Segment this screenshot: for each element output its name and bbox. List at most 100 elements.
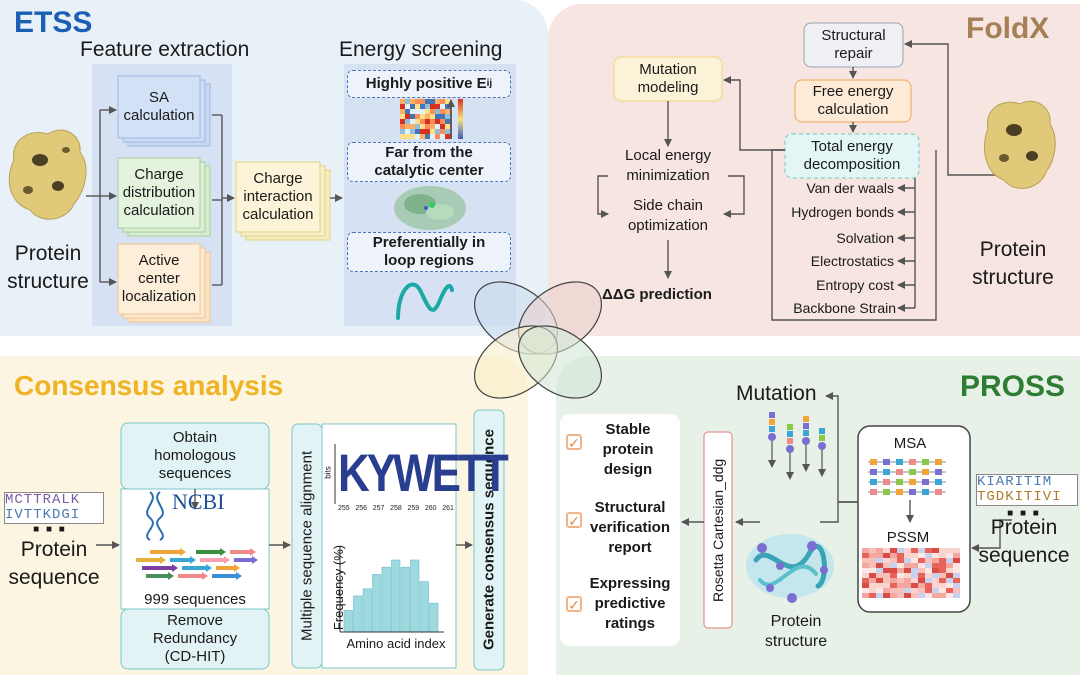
pssm-label: PSSM bbox=[886, 529, 930, 546]
pssm-cell bbox=[932, 573, 939, 578]
pssm-cell bbox=[953, 593, 960, 598]
consensus-connectors bbox=[96, 489, 473, 549]
heatmap-cell bbox=[420, 114, 425, 119]
active-center-stack bbox=[117, 243, 211, 323]
heatmap-cell bbox=[440, 124, 445, 129]
pross-protein-structure-label: Protein structure bbox=[764, 613, 828, 650]
sequence-arrow bbox=[234, 558, 252, 562]
pssm-cell bbox=[939, 588, 946, 593]
pssm-cell bbox=[890, 573, 897, 578]
heatmap-cell bbox=[445, 129, 450, 134]
obtain-label: Obtain homologous sequences bbox=[154, 429, 236, 482]
heatmap-cell bbox=[430, 114, 435, 119]
heatmap-cell bbox=[405, 109, 410, 114]
heatmap-cell bbox=[430, 109, 435, 114]
pssm-cell bbox=[904, 558, 911, 563]
pin-residue bbox=[769, 419, 775, 425]
msa-residue bbox=[883, 489, 890, 495]
consensus-seq-box: MCTTRALK IVTTKDGI bbox=[4, 492, 104, 524]
pssm-cell bbox=[862, 548, 869, 553]
charge-distribution-label: Charge distribution calculation bbox=[122, 166, 196, 219]
heatmap-cell bbox=[405, 99, 410, 104]
charge-dist-stack bbox=[117, 157, 211, 237]
pssm-cell bbox=[925, 558, 932, 563]
histogram-bar bbox=[391, 559, 401, 633]
sequence-arrow bbox=[170, 558, 190, 562]
pssm-cell bbox=[953, 573, 960, 578]
pssm-cell bbox=[925, 568, 932, 573]
pssm-cell bbox=[883, 563, 890, 568]
msa-residue bbox=[922, 489, 929, 495]
histogram-bar bbox=[400, 566, 410, 633]
sequence-arrow bbox=[142, 566, 172, 570]
pssm-cell bbox=[946, 548, 953, 553]
heatmap-cell bbox=[400, 114, 405, 119]
side-chain-label: Side chain optimization bbox=[627, 197, 709, 234]
heatmap-cell bbox=[425, 119, 430, 124]
pin-residue bbox=[803, 416, 809, 422]
remove-box bbox=[120, 608, 270, 670]
pssm-cell bbox=[876, 548, 883, 553]
pssm-cell bbox=[946, 578, 953, 583]
pssm-cell bbox=[883, 573, 890, 578]
heatmap-cell bbox=[415, 134, 420, 139]
sequence-arrow bbox=[200, 558, 224, 562]
heatmap-cell bbox=[440, 114, 445, 119]
heatmap-cell bbox=[410, 114, 415, 119]
heatmap-cell bbox=[435, 119, 440, 124]
heatmap-cell bbox=[435, 109, 440, 114]
loop-region-curve bbox=[396, 282, 454, 320]
sequence-arrow bbox=[146, 574, 168, 578]
heatmap-cell bbox=[445, 109, 450, 114]
heatmap-cell bbox=[415, 104, 420, 109]
pssm-cell bbox=[869, 573, 876, 578]
pssm-cell bbox=[946, 593, 953, 598]
pin-residue bbox=[787, 438, 793, 444]
pssm-cell bbox=[883, 578, 890, 583]
pssm-cell bbox=[925, 588, 932, 593]
msa-residue bbox=[935, 479, 942, 485]
total-energy-box bbox=[784, 133, 920, 179]
heatmap-cell bbox=[430, 129, 435, 134]
energy-term-0: Van der waals bbox=[806, 180, 894, 196]
pssm-cell bbox=[876, 563, 883, 568]
pssm-cell bbox=[932, 583, 939, 588]
pross-seq-dots: ■ ■ ■ bbox=[1007, 508, 1041, 519]
sequence-arrow bbox=[196, 550, 220, 554]
pssm-cell bbox=[862, 553, 869, 558]
heatmap-cell bbox=[410, 109, 415, 114]
heatmap-cell bbox=[425, 124, 430, 129]
foldx-protein-image bbox=[984, 100, 1056, 189]
pssm-cell bbox=[911, 573, 918, 578]
pssm-cell bbox=[939, 553, 946, 558]
logo-tick: 260 bbox=[424, 505, 437, 512]
pssm-cell bbox=[869, 578, 876, 583]
pin-residue bbox=[819, 435, 825, 441]
pssm-cell bbox=[932, 578, 939, 583]
pssm-cell bbox=[904, 593, 911, 598]
pssm-cell bbox=[876, 558, 883, 563]
energy-term-1: Hydrogen bonds bbox=[791, 204, 894, 220]
pssm-cell bbox=[890, 548, 897, 553]
msa-residue bbox=[922, 469, 929, 475]
pin-residue bbox=[803, 423, 809, 429]
heatmap-cell bbox=[425, 109, 430, 114]
consensus-title: Consensus analysis bbox=[14, 370, 284, 401]
pssm-cell bbox=[883, 593, 890, 598]
venn-diagram bbox=[473, 281, 603, 399]
sequence-count-label: 999 sequences bbox=[144, 591, 246, 608]
pin-head bbox=[818, 442, 826, 450]
heatmap-cell bbox=[420, 134, 425, 139]
pssm-cell bbox=[925, 593, 932, 598]
heatmap-cell bbox=[435, 134, 440, 139]
pssm-cell bbox=[918, 583, 925, 588]
pssm-cell bbox=[939, 593, 946, 598]
ddg-prediction-label: ΔΔG prediction bbox=[602, 286, 712, 303]
pssm-cell bbox=[883, 548, 890, 553]
pssm-cell bbox=[946, 553, 953, 558]
pssm-cell bbox=[925, 583, 932, 588]
logo-tick: 259 bbox=[407, 505, 420, 512]
pin-residue bbox=[787, 424, 793, 430]
pssm-cell bbox=[904, 588, 911, 593]
sequence-arrow-head bbox=[234, 564, 240, 572]
